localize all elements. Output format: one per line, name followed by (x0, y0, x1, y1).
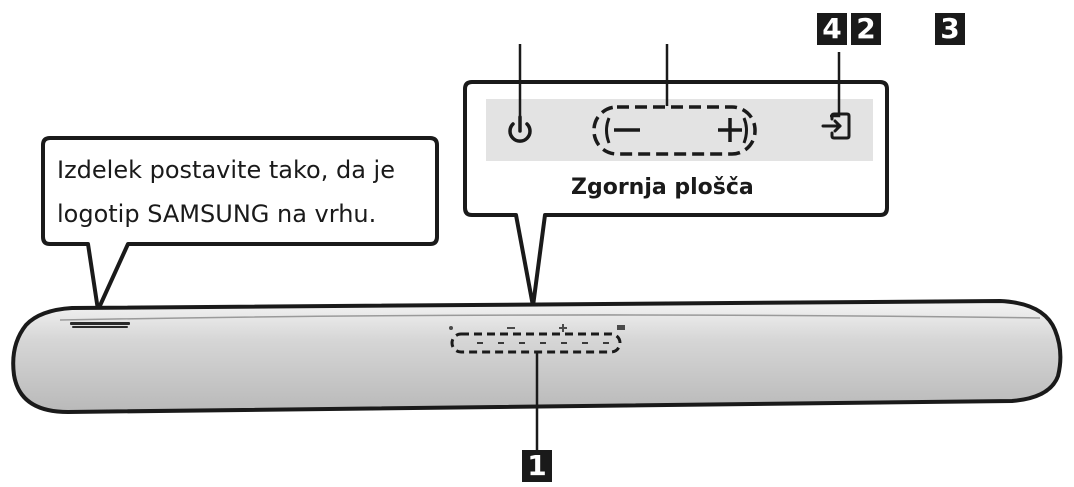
top-panel-strip (486, 99, 873, 161)
callout-bubble (41, 136, 439, 312)
callout-line-2: logotip SAMSUNG na vrhu. (57, 200, 377, 228)
plus-icon[interactable] (718, 118, 742, 142)
bar-control-dots (477, 342, 609, 344)
callout-line-1: Izdelek postavite tako, da je (57, 156, 395, 184)
top-panel-label: Zgornja plošča (571, 175, 754, 200)
input-source-icon[interactable] (821, 112, 851, 140)
volume-bracket-right (742, 117, 748, 144)
badge-1: 1 (522, 450, 552, 482)
badge-4: 4 (817, 13, 847, 45)
badge-3: 3 (935, 13, 965, 45)
badge-2: 2 (851, 13, 881, 45)
volume-bracket-left (605, 117, 611, 144)
volume-highlight (592, 105, 757, 156)
samsung-logo-mark (70, 322, 130, 328)
power-icon[interactable] (508, 115, 532, 143)
bar-control-marks (449, 324, 625, 332)
soundbar-top-edge (59, 314, 1041, 321)
